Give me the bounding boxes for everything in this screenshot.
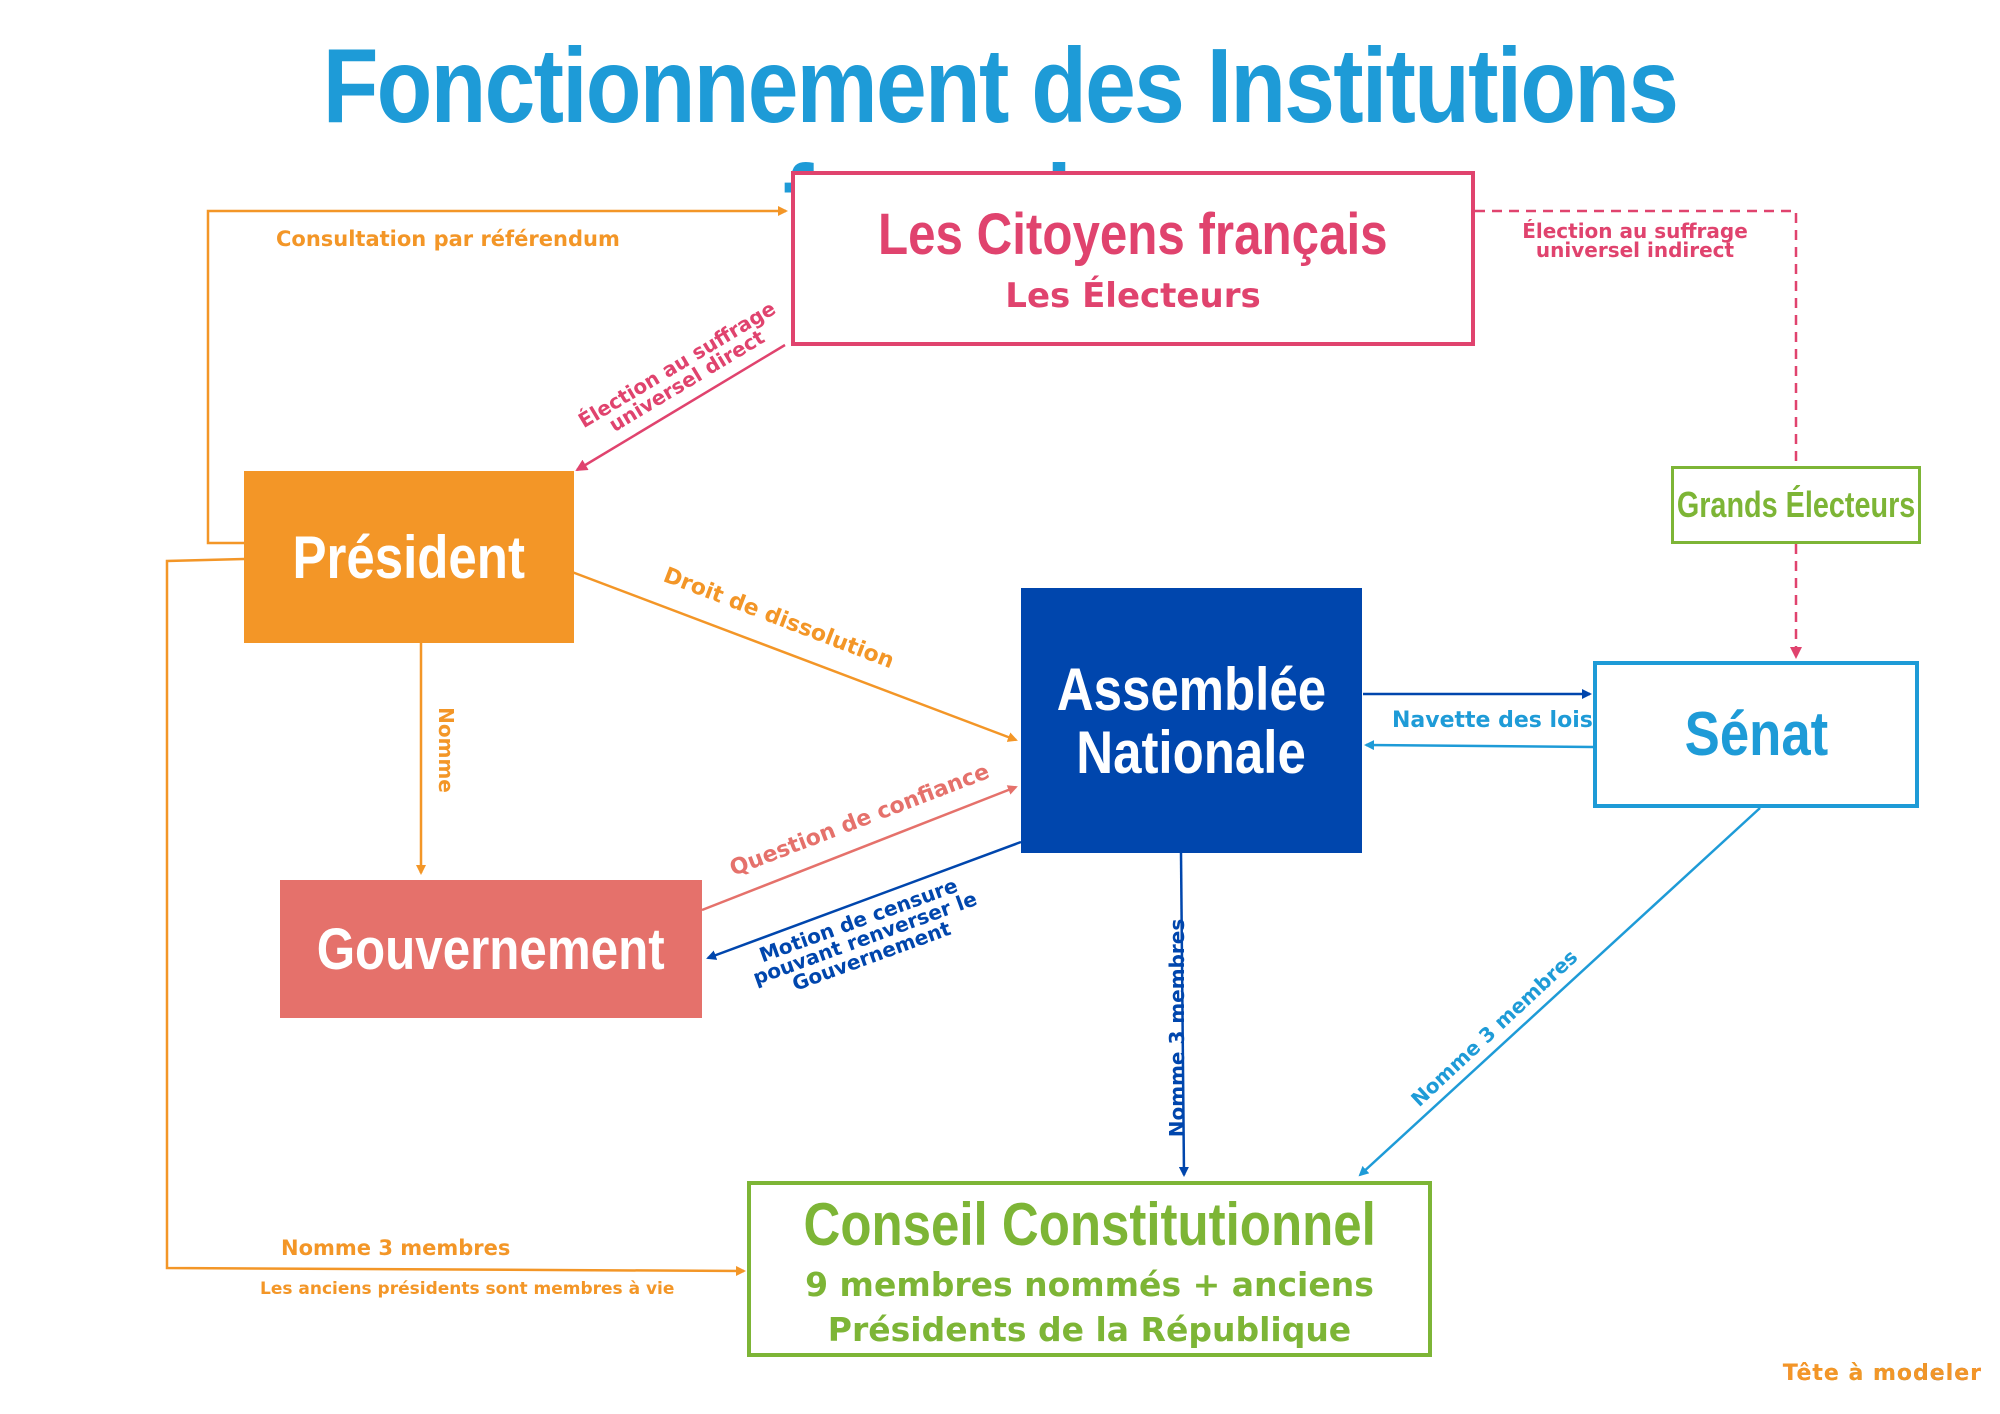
label-nomme: Nomme: [433, 707, 458, 793]
node-conseil: Conseil Constitutionnel 9 membres nommés…: [747, 1181, 1432, 1357]
node-conseil-title: Conseil Constitutionnel: [803, 1190, 1376, 1258]
node-gouvernement-title: Gouvernement: [317, 916, 665, 982]
label-referendum: Consultation par référendum: [276, 227, 620, 251]
node-assemblee-title-line2: Nationale: [1076, 718, 1307, 786]
label-president-nomme: Nomme 3 membres: [281, 1236, 511, 1260]
node-citoyens: Les Citoyens français Les Électeurs: [791, 171, 1475, 346]
edge-an-nomme: [1178, 852, 1189, 1177]
label-an-nomme: Nomme 3 membres: [1165, 918, 1190, 1138]
node-senat-title: Sénat: [1684, 700, 1828, 769]
node-conseil-subtitle-line2: Présidents de la République: [827, 1309, 1352, 1349]
edge-suffrage-indirect: [1475, 209, 1798, 465]
node-president-title: Président: [292, 523, 526, 591]
label-navette: Navette des lois: [1392, 708, 1593, 733]
node-senat: Sénat: [1593, 661, 1919, 808]
edge-question-confiance: [701, 785, 1018, 912]
node-conseil-subtitle-line1: 9 membres nommés + anciens: [805, 1264, 1374, 1304]
edge-referendum: [206, 206, 788, 545]
node-grands-electeurs-title: Grands Électeurs: [1676, 484, 1916, 525]
edge-navette-senat-an: [1364, 740, 1594, 751]
edge-dissolution: [571, 570, 1018, 742]
node-grands-electeurs: Grands Électeurs: [1671, 466, 1921, 544]
edge-senat-nomme: [1358, 807, 1761, 1177]
node-assemblee: Assemblée Nationale: [1021, 588, 1362, 853]
edge-motion-censure: [706, 840, 1022, 960]
label-anciens-presidents: Les anciens présidents sont membres à vi…: [260, 1279, 675, 1299]
brand-logo-text: Tête à modeler: [1782, 1361, 1982, 1386]
label-suffrage-indirect: Élection au suffrage universel indirect: [1522, 219, 1748, 262]
edge-president-nomme: [165, 557, 746, 1276]
node-gouvernement: Gouvernement: [280, 880, 702, 1018]
edge-suffrage-direct: [575, 343, 786, 472]
node-assemblee-title-line1: Assemblée: [1056, 655, 1327, 723]
brand-logo: Tête à modeler: [1783, 1361, 1982, 1386]
node-president: Président: [244, 471, 574, 643]
node-citoyens-title: Les Citoyens français: [878, 202, 1388, 267]
node-citoyens-subtitle: Les Électeurs: [1005, 276, 1261, 316]
